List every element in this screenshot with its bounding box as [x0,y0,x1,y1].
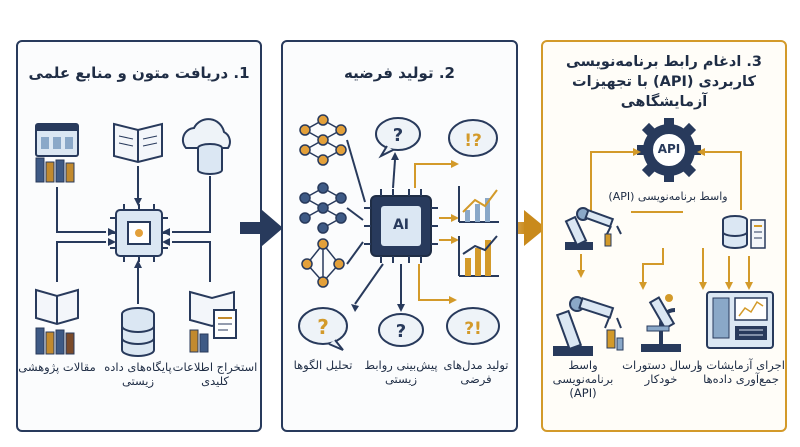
question-bubble-icon: ? [378,313,424,347]
label-model-generation: تولید مدل‌های فرضی [443,358,509,386]
database-icon [121,307,155,357]
panel-api-integration: 3. ادغام رابط برنامه‌نویسی کاربردی (API)… [541,40,787,432]
label-key-info-extraction: استخراج اطلاعات کلیدی [172,360,258,388]
bar-chart-icon [458,235,499,277]
articles-browser-icon [35,123,79,183]
line-chart-icon [458,186,499,223]
panel-2-diagram: ? !? [298,114,500,351]
label-run-experiments: اجرای آزمایشات و جمع‌آوری داده‌ها [697,358,785,386]
label-pattern-analysis: تحلیل الگوها [293,358,353,372]
lab-analyzer-icon [706,291,774,349]
svg-text:!?: !? [464,131,482,151]
robot-arm-icon [564,207,622,250]
panel-hypothesis-generation: 2. تولید فرضیه ? !? [281,40,518,432]
api-badge-text: API [657,142,681,156]
svg-text:?: ? [317,315,329,339]
svg-text:?: ? [396,321,406,342]
panel-3-title: 3. ادغام رابط برنامه‌نویسی کاربردی (API)… [566,54,762,110]
neural-network-icon [299,114,347,166]
panel-1-title: 1. دریافت متون و منابع علمی [28,64,250,82]
label-bio-databases: پایگاه‌های داده زیستی [104,360,172,388]
document-extraction-icon [189,290,237,353]
flow-arrows [56,166,211,304]
svg-text:?: ? [393,125,403,146]
neural-network-icon [299,182,347,234]
svg-text:?!: ?! [464,319,482,339]
lab-robot-arm-icon [553,296,624,356]
label-research-articles: مقالات پژوهشی [18,360,96,374]
server-rack-icon [722,215,766,249]
panel-3-diagram [553,118,774,356]
idea-bubble-icon: ?! [446,307,500,345]
processing-chip-icon [110,204,168,262]
microscope-icon [641,294,681,352]
question-bubble-icon: ? [375,117,421,159]
idea-bubble-icon: !? [448,119,498,157]
panel-2-title: 2. تولید فرضیه [344,64,455,82]
panel-1-diagram [35,118,237,357]
question-bubble-icon: ? [298,307,348,351]
label-relationship-prediction: پیش‌بینی روابط زیستی [364,358,438,386]
ai-chip-icon [364,189,438,263]
cloud-database-icon [181,118,231,175]
api-gear-icon [637,118,701,182]
label-robot-api: واسط برنامه‌نویسی (API) [552,358,614,400]
open-book-icon [113,122,163,164]
panel-literature-input: 1. دریافت متون و منابع علمی [16,40,262,432]
research-book-icon [35,288,79,355]
label-api-interface: واسط برنامه‌نویسی (API) [608,190,728,203]
label-send-commands: ارسال دستورات خودکار [622,358,700,386]
ai-chip-text: AI [392,217,410,233]
graph-network-icon [301,238,345,288]
